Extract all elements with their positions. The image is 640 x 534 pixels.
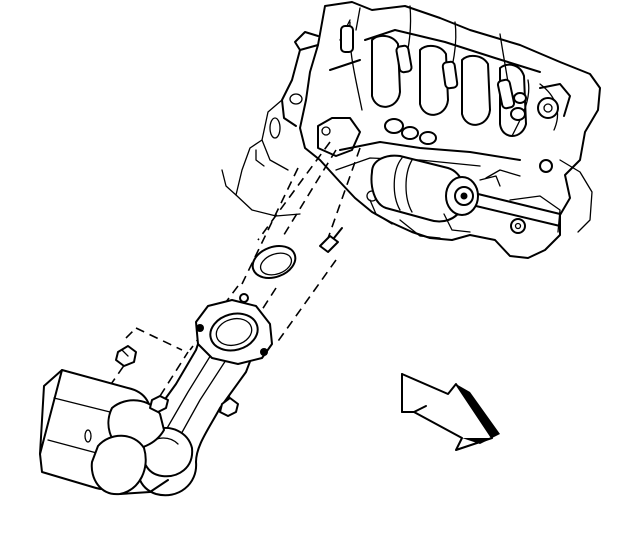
engine-block bbox=[221, 1, 601, 259]
muffler bbox=[39, 369, 169, 496]
exhaust-seal-ring bbox=[251, 245, 297, 279]
flange-gasket bbox=[195, 293, 273, 365]
manifold-stud bbox=[319, 227, 343, 253]
flange-nuts bbox=[115, 345, 239, 417]
front-of-vehicle-arrow bbox=[401, 373, 500, 451]
starter-motor bbox=[370, 154, 561, 233]
